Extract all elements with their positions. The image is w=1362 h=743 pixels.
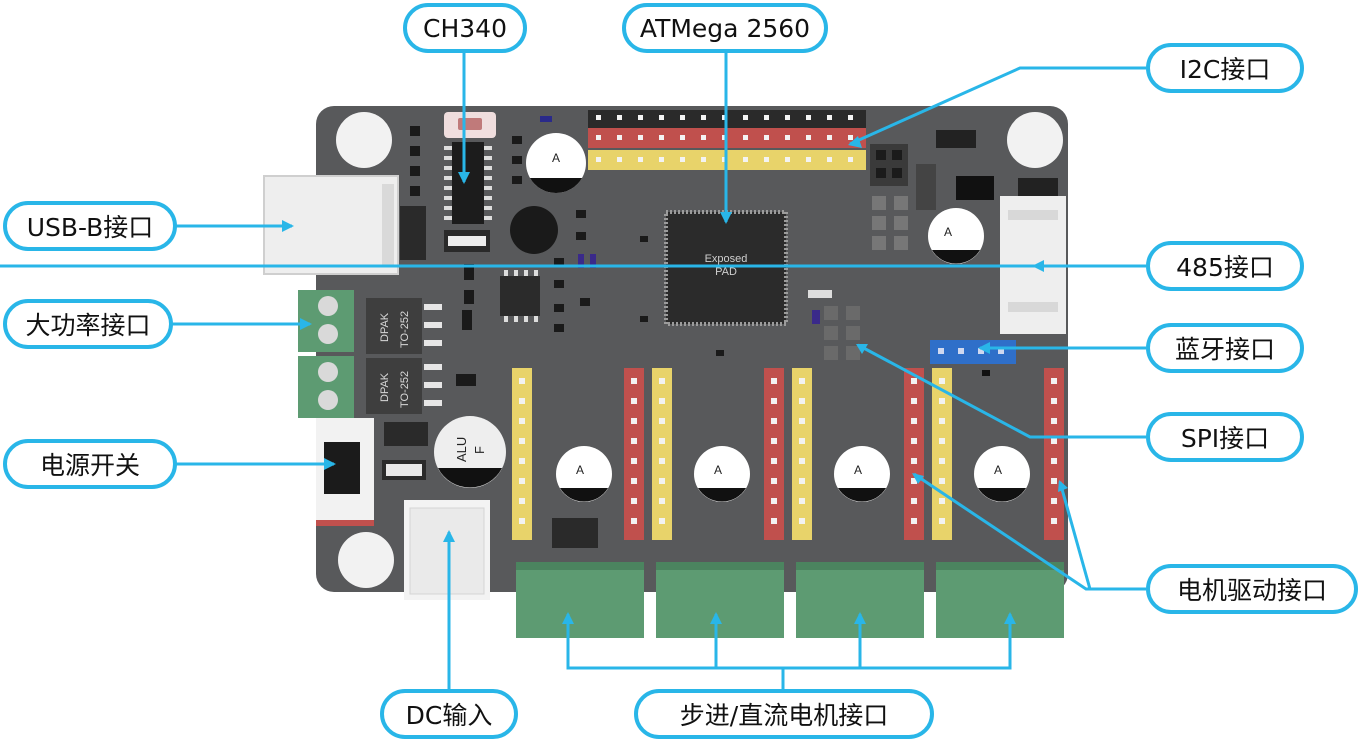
- motor-cap-label-1: A: [576, 463, 584, 477]
- rs485-slot-1: [1008, 210, 1058, 220]
- high-power-screw-2b: [318, 390, 338, 410]
- dpak-2-text-a: DPAK: [379, 372, 391, 402]
- bluetooth-pins: [938, 348, 1004, 354]
- mount-hole-top-right: [1007, 112, 1063, 168]
- callout-atmega-2560: ATMega 2560: [622, 3, 828, 53]
- spi-purple-part: [812, 310, 820, 324]
- rs485-slot-2: [1008, 302, 1058, 312]
- callout-high-power: 大功率接口: [3, 299, 173, 349]
- mount-hole-top-left: [336, 112, 392, 168]
- stepper-terminal-edges: [516, 562, 1064, 570]
- ch340-pins-right: [484, 146, 492, 220]
- motor-driver-socket-2: [652, 368, 784, 540]
- inductor: [510, 206, 558, 254]
- dpak-regulator-2: [366, 358, 422, 414]
- power-switch-lever: [324, 442, 360, 494]
- header-pins-right-grey: [872, 196, 908, 250]
- stepper-terminal-2: [656, 562, 784, 638]
- jumper-mid: [916, 164, 936, 210]
- stepper-terminal-1: [516, 562, 644, 638]
- callout-arrowheads: [282, 136, 1068, 624]
- motor-driver-socket-1: [512, 368, 644, 540]
- atmega-2560-chip: [664, 210, 788, 326]
- ch340-chip: [452, 142, 484, 224]
- capacitor-alu-band: [438, 468, 502, 488]
- high-power-screw-1a: [318, 296, 338, 316]
- regulator-top: [956, 176, 994, 200]
- callout-bluetooth: 蓝牙接口: [1146, 323, 1304, 373]
- diode-large: [384, 422, 428, 446]
- ch340-pins-left: [444, 146, 452, 220]
- small-ic-pins: [504, 270, 538, 322]
- callout-usb-b: USB-B接口: [3, 201, 177, 251]
- power-switch-edge: [316, 520, 374, 526]
- capacitor-alu-label: ALU: [454, 437, 469, 462]
- high-power-screw-2a: [318, 362, 338, 382]
- motor-driver-socket-3: [792, 368, 924, 540]
- callout-power-switch: 电源开关: [3, 439, 177, 489]
- chip-text-2: PAD: [715, 266, 737, 278]
- reset-button-cap: [458, 118, 482, 130]
- crystal: [400, 206, 426, 260]
- capacitor-right-label: A: [944, 225, 952, 239]
- dc-jack-face: [409, 507, 485, 595]
- callout-stepper-dc: 步进/直流电机接口: [634, 689, 934, 739]
- motor-cap-label-3: A: [854, 463, 862, 477]
- stepper-terminal-4: [936, 562, 1064, 638]
- smd-components-mid: [464, 210, 724, 356]
- usb-b-inner: [382, 184, 394, 266]
- diode-bottom: [552, 518, 598, 548]
- jumper-header-small: [936, 130, 976, 148]
- chip-text-1: Exposed: [705, 253, 748, 265]
- callout-485: 485接口: [1146, 241, 1304, 291]
- capacitor-top-label: A: [552, 151, 560, 165]
- icsp-pins-top: [876, 150, 902, 178]
- smd-near-dpak: [456, 310, 476, 386]
- diode-mid-band: [386, 464, 422, 476]
- dpak-tabs: [424, 304, 442, 406]
- callout-ch340: CH340: [403, 3, 527, 53]
- callout-spi: SPI接口: [1146, 412, 1304, 462]
- dpak-regulator-1: [366, 298, 422, 354]
- diode-small-band: [448, 236, 486, 246]
- callout-motor-driver: 电机驱动接口: [1146, 564, 1358, 614]
- dpak-1-text-b: TO-252: [399, 311, 411, 348]
- spi-small-part: [808, 290, 832, 298]
- motor-cap-label-2: A: [714, 463, 722, 477]
- dpak-1-text-a: DPAK: [379, 312, 391, 342]
- small-ic: [500, 276, 540, 316]
- mount-hole-bottom-left: [338, 532, 394, 588]
- capacitor-alu-f: F: [472, 446, 487, 454]
- dpak-2-text-b: TO-252: [399, 371, 411, 408]
- high-power-screw-1b: [318, 324, 338, 344]
- smd-components-left: [410, 116, 552, 196]
- motor-socket-pins: [519, 378, 1057, 524]
- bluetooth-smd: [982, 370, 990, 376]
- motor-cap-label-4: A: [994, 463, 1002, 477]
- header-pins-top: [596, 115, 853, 162]
- capacitor-top-band: [530, 178, 582, 194]
- motor-capacitors: [556, 446, 1030, 502]
- capacitor-right-band: [932, 250, 980, 264]
- callout-i2c: I2C接口: [1146, 43, 1304, 93]
- icsp-header-top: [870, 144, 908, 186]
- jumper-right: [1018, 178, 1058, 196]
- spi-header: [824, 306, 860, 360]
- callout-dc-input: DC输入: [380, 689, 518, 739]
